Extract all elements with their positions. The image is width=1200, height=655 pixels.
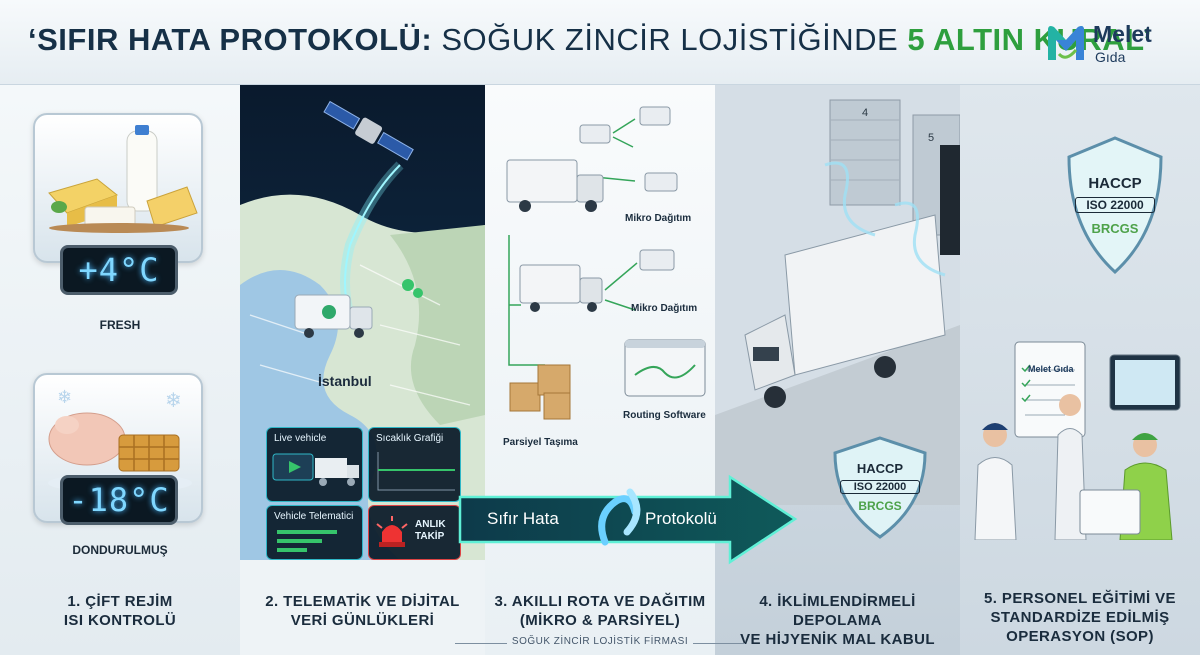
badge-large-brcgs: BRCGS xyxy=(1091,221,1139,236)
step3-caption-line1: 3. AKILLI ROTA VE DAĞITIM xyxy=(494,593,706,610)
step2-caption: 2. TELEMATİK VE DİJİTAL VERİ GÜNLÜKLERİ xyxy=(240,592,485,630)
footer-text: SOĞUK ZİNCİR LOJİSTİK FİRMASI xyxy=(511,636,689,647)
temperature-chart-card[interactable]: Sıcaklık Grafiği xyxy=(368,427,461,502)
arrow-shape-icon xyxy=(458,474,798,565)
routing-illustration xyxy=(506,106,706,420)
temperature-chart-title: Sıcaklık Grafiği xyxy=(376,433,444,444)
panel-smart-routing: Mikro Dağıtım Mikro Dağıtım Routing Soft… xyxy=(485,85,715,655)
routing-software-label: Routing Software xyxy=(623,410,706,421)
badge-brcgs: BRCGS xyxy=(858,499,902,513)
step4-caption-line2: VE HİJYENİK MAL KABUL xyxy=(740,631,935,648)
step1-caption-line2: ISI KONTROLÜ xyxy=(63,612,177,629)
panel-telematics: İstanbul Live vehicle Sıcaklık Grafiği V… xyxy=(240,85,485,655)
staff-illustration xyxy=(974,341,1181,540)
title-part2: SOĞUK ZİNCİR LOJİSTİĞİNDE xyxy=(432,22,908,57)
micro-delivery-label-1: Mikro Dağıtım xyxy=(625,213,692,224)
certification-badge: HACCP ISO 22000 BRCGS xyxy=(830,435,930,540)
step5-caption-line3: OPERASYON (SOP) xyxy=(1006,628,1154,645)
page-title: ‘SIFIR HATA PROTOKOLÜ: SOĞUK ZİNCİR LOJİ… xyxy=(28,22,1152,58)
dairy-products-icon xyxy=(48,125,198,233)
step5-caption-line1: 5. PERSONEL EĞİTİMİ VE xyxy=(984,590,1176,607)
partial-transport-label: Parsiyel Taşıma xyxy=(503,437,578,448)
svg-text:❄: ❄ xyxy=(165,388,182,412)
logo-mark-icon xyxy=(1048,26,1084,60)
step2-caption-line1: 2. TELEMATİK VE DİJİTAL xyxy=(265,593,460,610)
logo-subtitle: Gıda xyxy=(1095,49,1126,65)
step4-caption: 4. İKLİMLENDİRMELİ DEPOLAMA VE HİJYENİK … xyxy=(715,592,960,649)
brand-logo: Melet Gıda xyxy=(1043,18,1193,70)
live-tracking-alert[interactable]: ANLIK TAKİP xyxy=(368,505,461,560)
logo-name: Melet xyxy=(1093,21,1152,47)
step3-caption: 3. AKILLI ROTA VE DAĞITIM (MİKRO & PARSİ… xyxy=(485,592,715,630)
panel-dual-temperature: +4°C FRESH ❄ ❄ -18°C DONDURULMUŞ 1. ÇİFT… xyxy=(0,85,240,655)
shield-badge-icon xyxy=(833,436,927,539)
warehouse-dock-illustration xyxy=(715,85,960,505)
step2-caption-area xyxy=(240,560,485,655)
badge-haccp: HACCP xyxy=(856,461,904,476)
telematics-bars-icon xyxy=(277,530,337,552)
title-part1: ‘SIFIR HATA PROTOKOLÜ: xyxy=(28,22,433,57)
panel-climate-storage: 4 5 HACCP ISO 22000 BRCGS 4. İKLİMLENDİR… xyxy=(715,85,960,655)
truck-camera-icon xyxy=(272,453,359,486)
title-part3: 5 ALTIN KURAL xyxy=(907,22,1143,57)
fresh-temperature-display: +4°C xyxy=(60,245,178,295)
footer-divider-left xyxy=(455,643,507,644)
micro-delivery-label-2: Mikro Dağıtım xyxy=(631,303,698,314)
badge-iso: ISO 22000 xyxy=(840,480,920,494)
step5-caption-line2: STANDARDİZE EDİLMİŞ xyxy=(990,609,1170,626)
telematics-title: Vehicle Telematici xyxy=(274,511,354,522)
shield-badge-large-icon xyxy=(1067,136,1163,275)
live-tracking-line2: TAKİP xyxy=(415,531,445,542)
frozen-label: DONDURULMUŞ xyxy=(72,543,168,557)
footer-divider-right xyxy=(693,643,745,644)
alarm-siren-icon xyxy=(376,516,408,547)
telematics-card[interactable]: Vehicle Telematici xyxy=(266,505,363,560)
dock-number-5: 5 xyxy=(928,132,935,144)
step1-caption: 1. ÇİFT REJİM ISI KONTROLÜ xyxy=(0,592,240,630)
badge-large-haccp: HACCP xyxy=(1088,175,1142,192)
arrow-left-text: Sıfır Hata xyxy=(487,509,559,528)
header: ‘SIFIR HATA PROTOKOLÜ: SOĞUK ZİNCİR LOJİ… xyxy=(0,0,1200,85)
step4-caption-line1: 4. İKLİMLENDİRMELİ DEPOLAMA xyxy=(759,593,916,629)
live-tracking-line1: ANLIK xyxy=(415,519,446,530)
panel-staff-training: HACCP ISO 22000 BRCGS Melet Gıda 5. PERS… xyxy=(960,85,1200,655)
dock-number-4: 4 xyxy=(862,107,869,119)
zero-error-protocol-arrow: Sıfır Hata Protokolü xyxy=(455,472,800,567)
live-vehicle-card[interactable]: Live vehicle xyxy=(266,427,363,502)
live-vehicle-title: Live vehicle xyxy=(274,433,327,444)
step2-caption-line2: VERİ GÜNLÜKLERİ xyxy=(290,612,435,629)
temperature-chart-icon xyxy=(377,452,455,491)
frozen-temperature-display: -18°C xyxy=(60,475,178,525)
live-tracking-label: ANLIK TAKİP xyxy=(415,519,446,543)
fresh-label: FRESH xyxy=(99,318,141,332)
certification-badge-large: HACCP ISO 22000 BRCGS xyxy=(1065,135,1165,275)
fresh-fridge xyxy=(33,113,203,263)
badge-large-iso: ISO 22000 xyxy=(1075,197,1155,213)
clipboard-brand-label: Melet Gıda xyxy=(1028,364,1074,374)
arrow-right-text: Protokolü xyxy=(645,509,717,528)
title-end: ’ xyxy=(1142,22,1153,57)
svg-text:❄: ❄ xyxy=(57,387,72,408)
step5-caption: 5. PERSONEL EĞİTİMİ VE STANDARDİZE EDİLM… xyxy=(960,589,1200,646)
map-city-label: İstanbul xyxy=(318,373,372,389)
step3-caption-line2: (MİKRO & PARSİYEL) xyxy=(519,612,681,629)
step1-caption-line1: 1. ÇİFT REJİM xyxy=(67,593,173,610)
